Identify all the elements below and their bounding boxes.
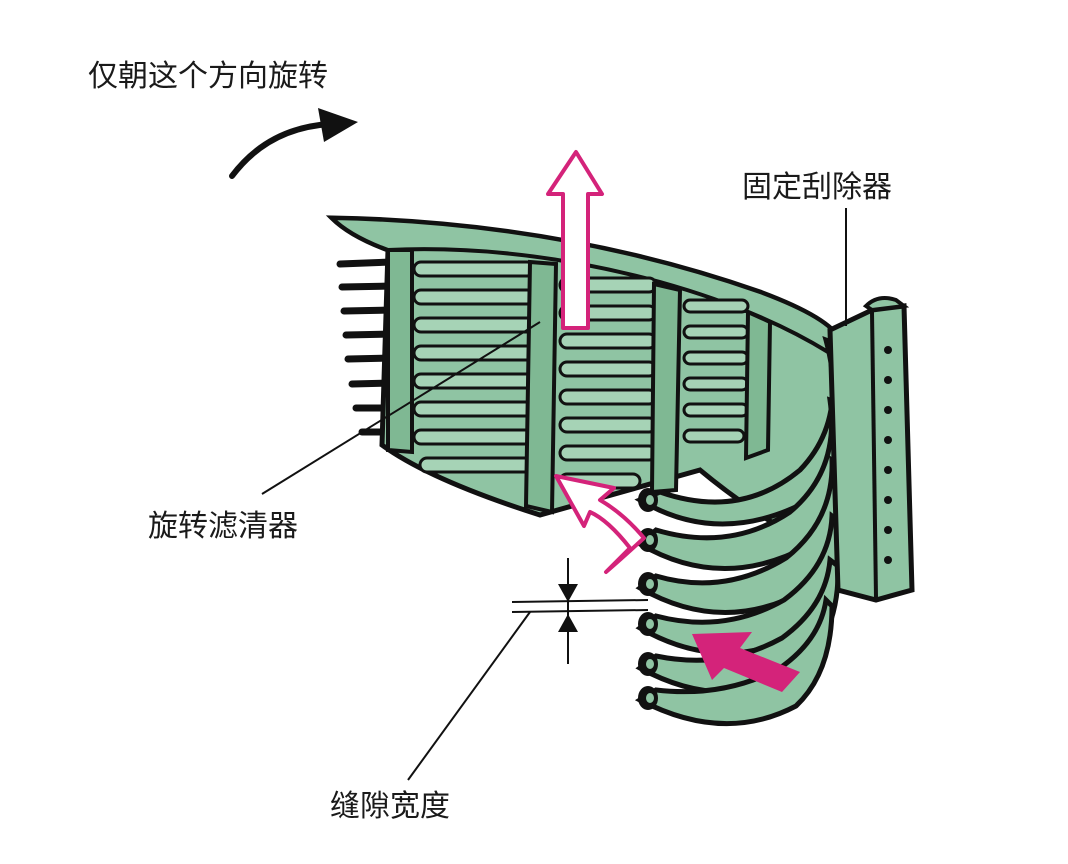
fixed-scraper bbox=[827, 296, 915, 603]
solid-magenta-arrow-icon bbox=[692, 632, 800, 692]
gap-width-label: 缝隙宽度 bbox=[330, 789, 450, 824]
leader-lines bbox=[261, 208, 847, 781]
hollow-up-arrow-icon bbox=[546, 150, 604, 330]
rotating-filter-label: 旋转滤清器 bbox=[148, 509, 298, 544]
fixed-scraper-label: 固定刮除器 bbox=[742, 170, 892, 205]
rotating-filter-body bbox=[325, 215, 843, 565]
ring-end-caps-inner bbox=[646, 495, 654, 703]
curved-hollow-arrow-icon bbox=[554, 474, 646, 574]
filter-back-fins bbox=[336, 258, 402, 436]
rotation-arrow-icon bbox=[229, 108, 358, 179]
dimension-arrows-icon bbox=[511, 558, 649, 664]
rotation-direction-label: 仅朝这个方向旋转 bbox=[88, 59, 328, 94]
